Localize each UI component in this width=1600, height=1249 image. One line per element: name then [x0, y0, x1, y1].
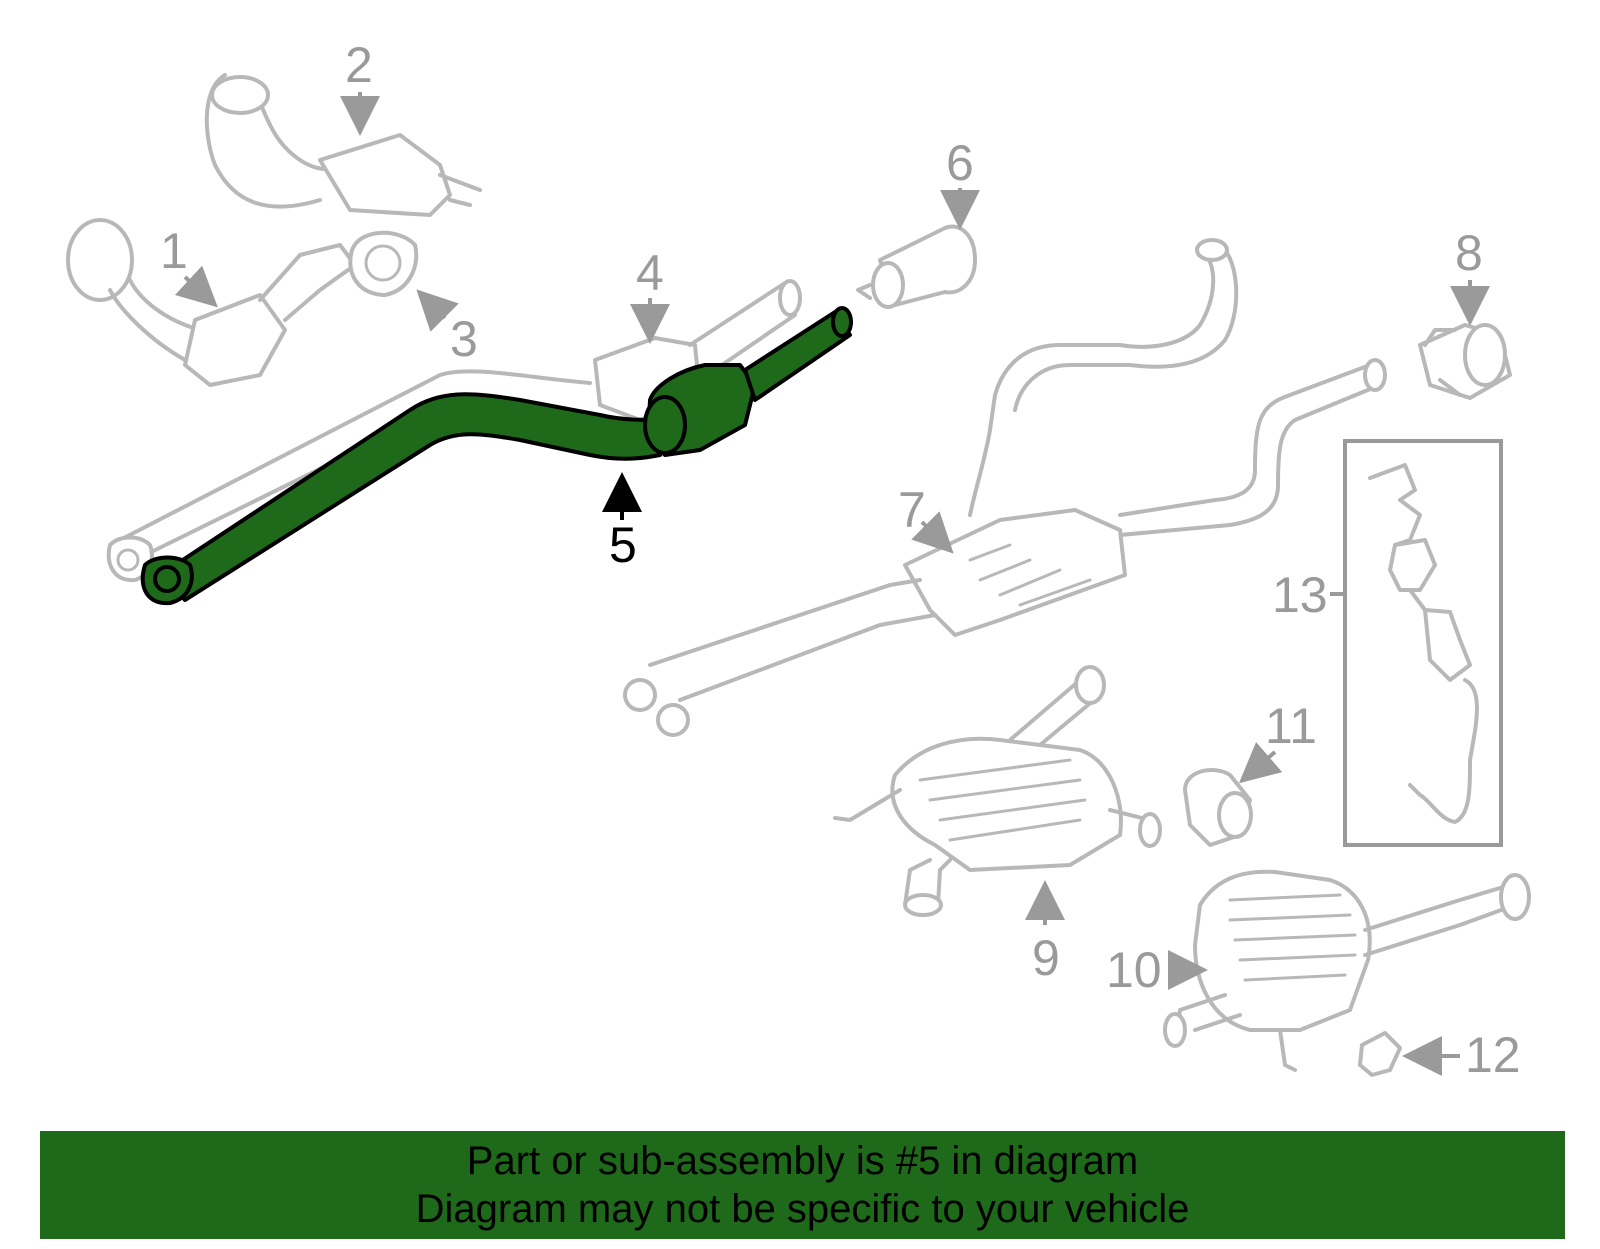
callout-5: 5 [602, 472, 642, 573]
part-13-sensor-kit [1343, 439, 1503, 847]
svg-text:6: 6 [946, 135, 974, 191]
svg-text:12: 12 [1465, 1027, 1521, 1083]
part-7-center-pipe-muffler [623, 238, 1387, 737]
svg-text:8: 8 [1455, 225, 1483, 281]
part-1-downpipe-converter [66, 218, 357, 387]
callout-2: 2 [340, 37, 380, 136]
svg-text:3: 3 [450, 311, 478, 367]
callout-13: 13 [1272, 567, 1345, 623]
svg-text:4: 4 [636, 245, 664, 301]
svg-text:13: 13 [1272, 567, 1328, 623]
callout-10: 10 [1106, 942, 1208, 998]
part-10-rear-muffler [1163, 869, 1531, 1072]
footer-banner: Part or sub-assembly is #5 in diagram Di… [40, 1131, 1565, 1239]
callout-9: 9 [1025, 880, 1065, 986]
callout-7: 7 [898, 482, 954, 554]
svg-text:10: 10 [1106, 942, 1162, 998]
svg-text:5: 5 [609, 517, 637, 573]
part-5-front-pipe-highlighted [140, 306, 853, 606]
svg-text:11: 11 [1265, 698, 1317, 754]
svg-text:2: 2 [345, 37, 373, 93]
callout-12: 12 [1402, 1027, 1521, 1083]
svg-text:9: 9 [1032, 930, 1060, 986]
part-6-resonator [856, 224, 977, 309]
part-12-hanger [1358, 1031, 1402, 1077]
part-3-gasket [348, 230, 419, 297]
svg-text:7: 7 [898, 482, 926, 538]
part-11-clamp [1183, 768, 1253, 847]
callout-3: 3 [416, 289, 478, 367]
callout-1: 1 [160, 223, 218, 308]
part-9-muffler [833, 665, 1162, 917]
callout-8: 8 [1450, 225, 1490, 326]
part-8-clamp [1418, 323, 1512, 400]
callout-6: 6 [940, 135, 980, 230]
callout-4: 4 [630, 245, 670, 344]
callout-11: 11 [1238, 698, 1317, 784]
footer-line-2: Diagram may not be specific to your vehi… [415, 1187, 1190, 1231]
svg-text:1: 1 [160, 223, 188, 279]
part-2-downpipe-converter [204, 73, 482, 217]
footer-line-1: Part or sub-assembly is #5 in diagram [466, 1139, 1139, 1183]
